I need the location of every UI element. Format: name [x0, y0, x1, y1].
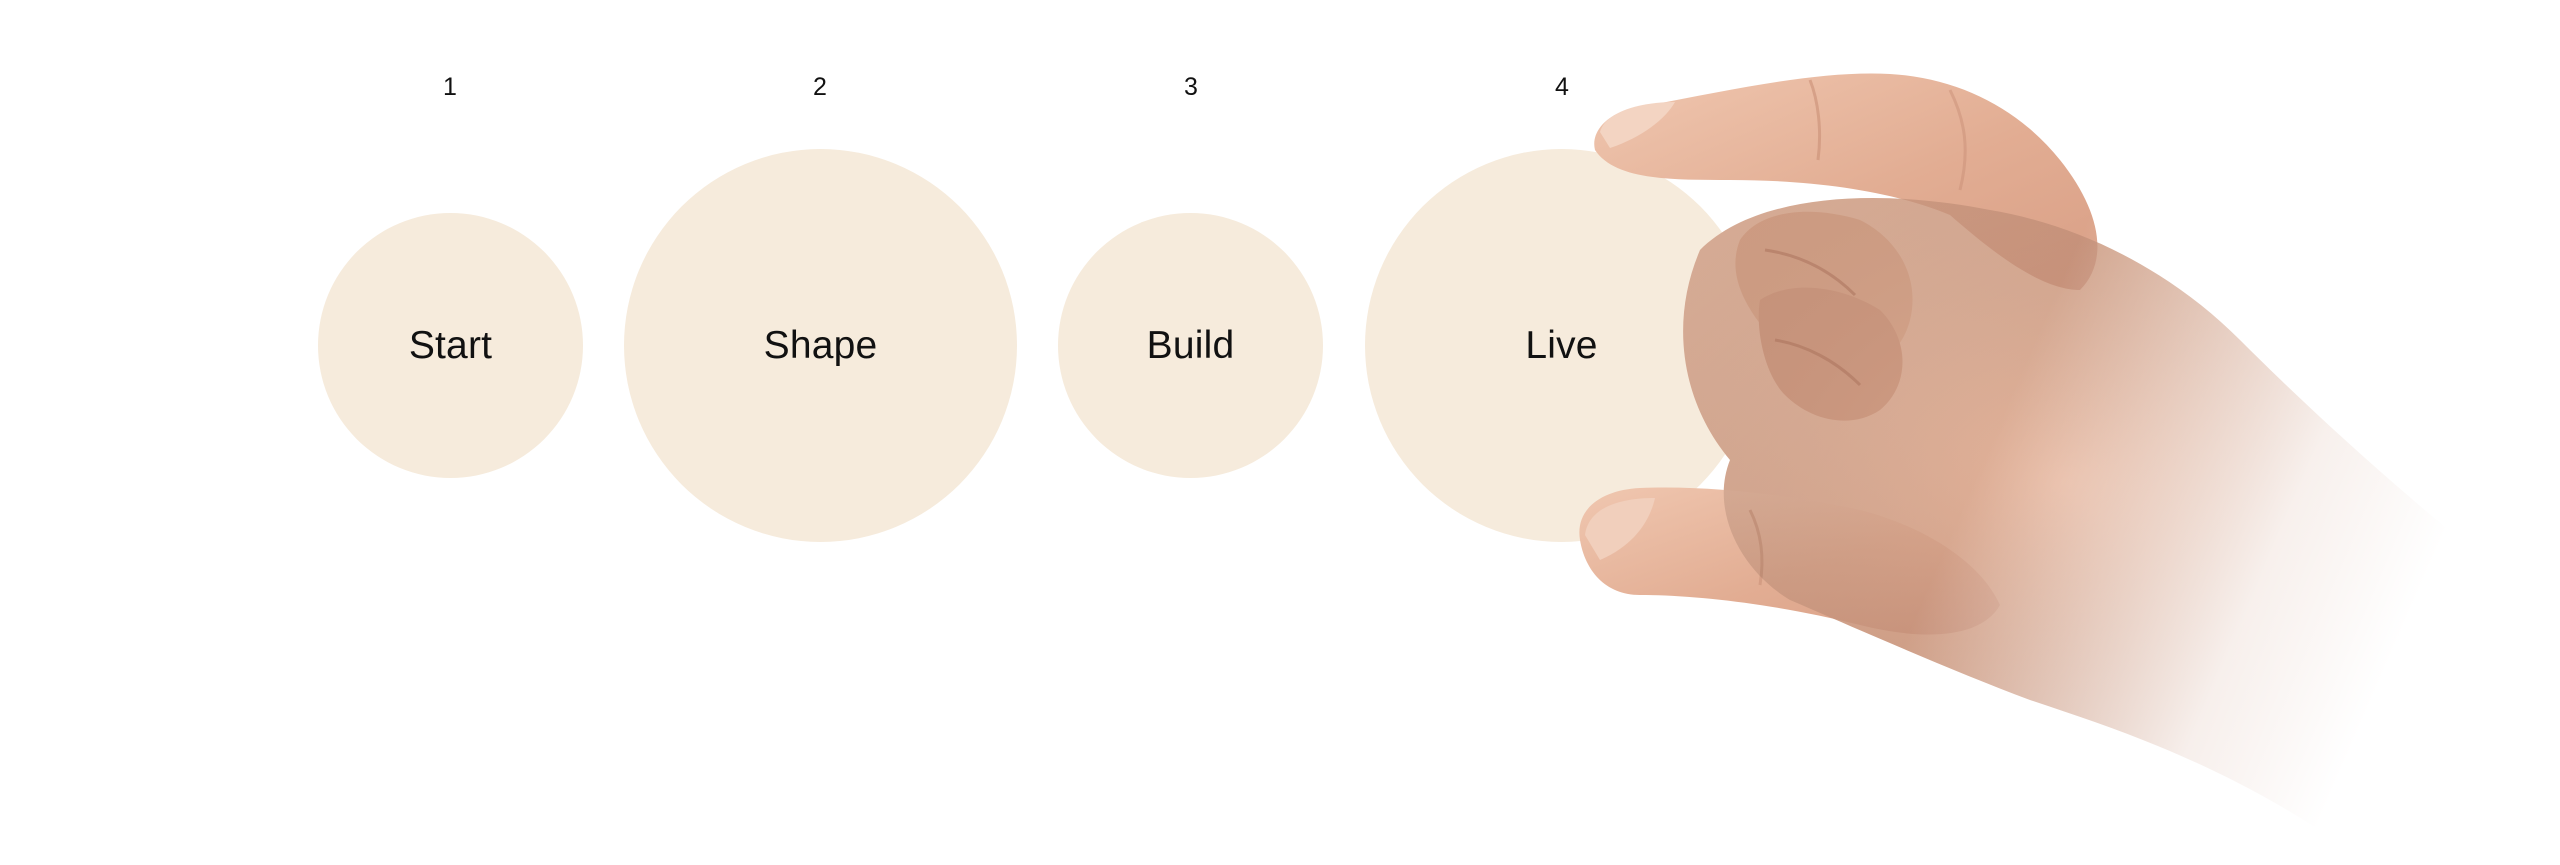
step-number-2: 2	[813, 73, 827, 101]
step-build-label: Build	[1146, 323, 1235, 367]
step-build-circle[interactable]: Build	[1058, 213, 1323, 478]
step-start-circle[interactable]: Start	[318, 213, 583, 478]
step-shape-label: Shape	[763, 323, 878, 367]
step-shape-circle[interactable]: Shape	[624, 149, 1017, 542]
step-number-3: 3	[1184, 73, 1198, 101]
step-start-label: Start	[408, 323, 493, 367]
step-number-1: 1	[443, 73, 457, 101]
pinching-hand-icon	[1560, 40, 2540, 830]
